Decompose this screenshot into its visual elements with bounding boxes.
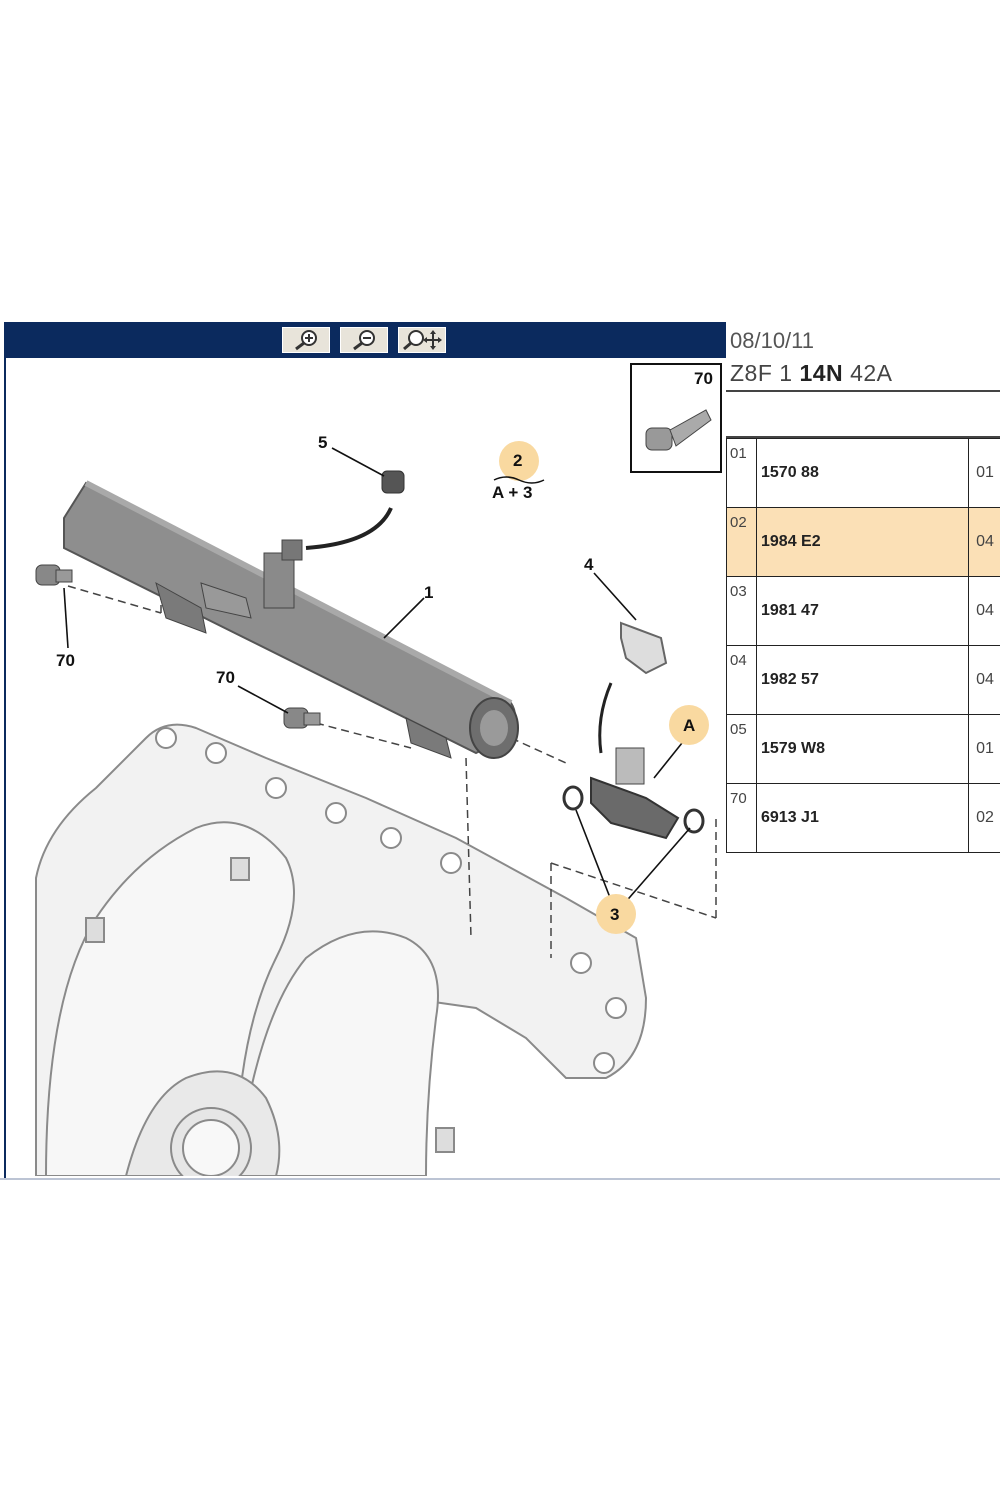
injector-clip: [598, 621, 668, 754]
panel-divider: [726, 436, 1000, 438]
exploded-parts-diagram: 1 2 A + 3 3 4 5 A 70 70 70: [35, 363, 722, 1176]
parts-catalog-window: 1 2 A + 3 3 4 5 A 70 70 70: [0, 320, 1000, 1180]
diagram-viewer: 1 2 A + 3 3 4 5 A 70 70 70: [4, 322, 726, 1180]
zoom-pan-button[interactable]: [398, 327, 446, 353]
zoom-pan-icon: [403, 330, 442, 351]
catalog-date: 08/10/11: [730, 328, 815, 353]
part-quantity: 01: [968, 714, 1000, 784]
part-quantity: 04: [968, 507, 1000, 577]
callout-2-formula: A + 3: [492, 483, 532, 502]
inset-bolt-icon: [645, 409, 712, 451]
callout-5[interactable]: 5: [318, 433, 327, 452]
part-reference[interactable]: 1579 W8: [756, 714, 969, 784]
part-index: 04: [726, 645, 757, 715]
callout-a[interactable]: A: [683, 716, 695, 735]
part-reference[interactable]: 1984 E2: [756, 507, 969, 577]
model-code-bold: 14N: [799, 360, 844, 386]
part-reference[interactable]: 1982 57: [756, 645, 969, 715]
part-index: 70: [726, 783, 757, 853]
bolt-inset-box[interactable]: 70: [630, 363, 722, 473]
part-quantity: 02: [968, 783, 1000, 853]
zoom-in-icon: [295, 330, 317, 351]
part-quantity: 01: [968, 438, 1000, 508]
model-code-prefix: Z8F 1: [730, 360, 793, 386]
parts-table: 01 1570 88 01 02 1984 E2 04 03 1981 47 0…: [726, 438, 1000, 853]
formula-brace: [493, 476, 545, 484]
table-row-selected[interactable]: 02 1984 E2 04: [726, 507, 1000, 577]
zoom-in-button[interactable]: [282, 327, 330, 353]
part-index: 05: [726, 714, 757, 784]
callout-2[interactable]: 2: [513, 451, 522, 470]
callout-70-middle[interactable]: 70: [216, 668, 235, 687]
table-row[interactable]: 03 1981 47 04: [726, 576, 1000, 646]
part-index: 01: [726, 438, 757, 508]
viewer-toolbar: [6, 322, 726, 358]
bolt-middle: [283, 707, 321, 729]
part-reference[interactable]: 1981 47: [756, 576, 969, 646]
bolt-left: [35, 564, 73, 586]
table-row[interactable]: 70 6913 J1 02: [726, 783, 1000, 853]
part-quantity: 04: [968, 645, 1000, 715]
part-index: 02: [726, 507, 757, 577]
part-reference[interactable]: 1570 88: [756, 438, 969, 508]
model-code-suffix: 42A: [850, 360, 893, 386]
fuel-injector: [562, 747, 705, 840]
callout-70-left[interactable]: 70: [56, 651, 75, 670]
callout-1[interactable]: 1: [424, 583, 433, 602]
window-bottom-border: [0, 1178, 1000, 1180]
zoom-out-icon: [353, 330, 375, 351]
callout-4[interactable]: 4: [584, 555, 594, 574]
model-code: Z8F 1 14N 42A: [730, 360, 893, 387]
part-index: 03: [726, 576, 757, 646]
table-row[interactable]: 01 1570 88 01: [726, 438, 1000, 508]
inset-callout-70: 70: [694, 369, 713, 388]
table-row[interactable]: 04 1982 57 04: [726, 645, 1000, 715]
part-quantity: 04: [968, 576, 1000, 646]
zoom-out-button[interactable]: [340, 327, 388, 353]
fuel-rail: [63, 480, 519, 759]
table-row[interactable]: 05 1579 W8 01: [726, 714, 1000, 784]
pressure-cap: [305, 470, 405, 550]
parts-panel: 08/10/11 Z8F 1 14N 42A 01 1570 88 01 02 …: [726, 320, 1000, 1180]
dashed-leaders: [67, 585, 717, 958]
panel-divider: [726, 390, 1000, 392]
part-reference[interactable]: 6913 J1: [756, 783, 969, 853]
intake-manifold: [35, 723, 648, 1176]
callout-highlights: [499, 441, 709, 934]
callout-3[interactable]: 3: [610, 905, 619, 924]
